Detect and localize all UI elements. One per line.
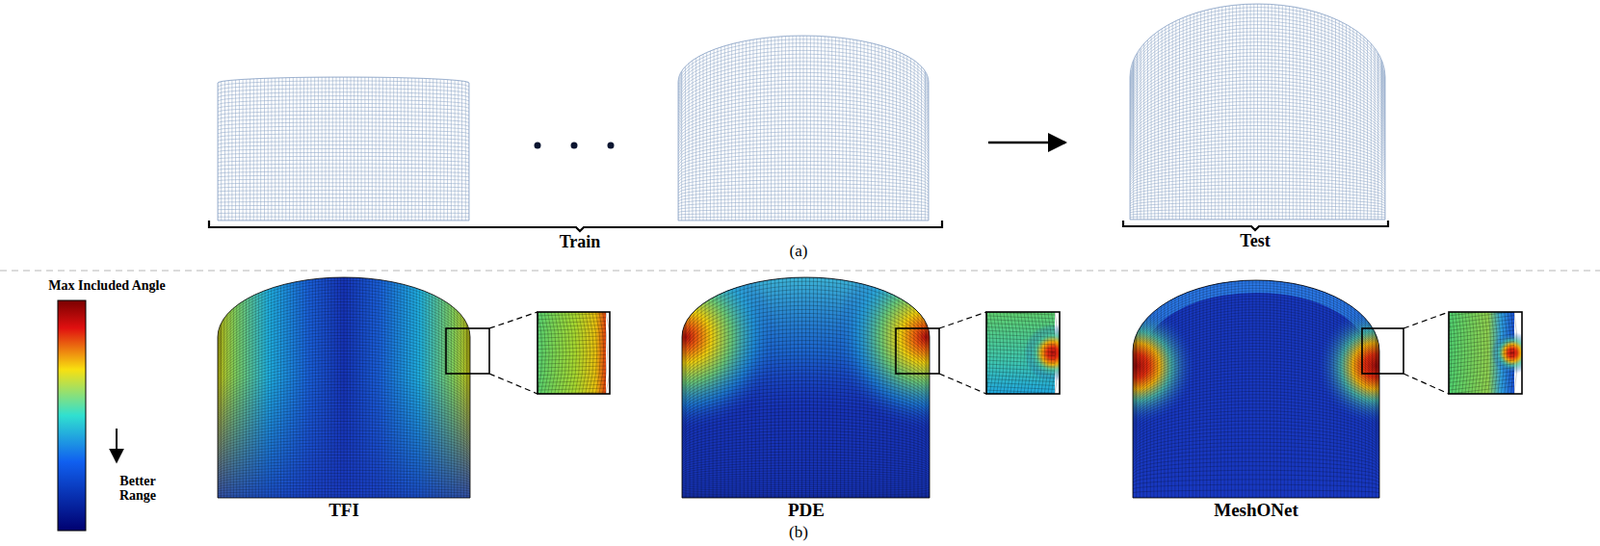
mesh-lines [1129, 3, 1386, 220]
inset-frame [537, 312, 610, 394]
zoom-leader [1403, 312, 1449, 329]
subfigure-label: (a) [789, 242, 809, 262]
panel-group-label: Train [559, 233, 602, 253]
tfi-color-fade [217, 277, 471, 499]
mesh-outline [681, 277, 930, 499]
train-mesh-dome [678, 35, 929, 221]
zoom-box [895, 328, 940, 374]
mesh-lines [681, 277, 930, 499]
inset-lines [1448, 312, 1518, 394]
zoom-leader [939, 373, 987, 394]
pde-mesh [594, 245, 1018, 499]
mesh-body [217, 277, 471, 499]
mesh-group [217, 3, 1434, 499]
flow-arrow [988, 141, 1066, 145]
zoom-leader [939, 312, 987, 329]
colorbar-title: Max Included Angle [48, 278, 165, 293]
inset-body [537, 312, 610, 394]
method-label: TFI [328, 500, 360, 522]
inset-body [986, 312, 1060, 394]
colorbar-note: Better Range [109, 473, 166, 504]
tfi-mesh [217, 277, 471, 499]
mesh-outline [217, 77, 470, 221]
train-mesh-flat [217, 77, 470, 221]
separator-line [0, 269, 1600, 271]
inset-frame [986, 312, 1060, 394]
mesh-outline [1132, 280, 1380, 499]
mesh-outline [217, 277, 471, 499]
inset-body [1448, 312, 1522, 394]
zoom-leader [1403, 373, 1449, 394]
ellipsis-dot [571, 142, 578, 150]
method-label: MeshONet [1213, 500, 1299, 522]
tfi-color [217, 277, 471, 499]
method-label: PDE [787, 500, 825, 522]
zoom-leader [489, 312, 538, 329]
train-bracket [209, 220, 943, 232]
zoom-box [445, 328, 490, 374]
test-mesh [1129, 3, 1386, 220]
mesh-body [1078, 280, 1434, 499]
mesh-body [594, 245, 1018, 499]
subfigure-label: (b) [788, 524, 809, 543]
meshonet-mesh [1078, 280, 1434, 499]
mesh-outline [1129, 3, 1386, 220]
inset-frame [1448, 312, 1522, 394]
inset-lines [986, 312, 1059, 394]
mesh-body [1129, 3, 1386, 220]
ellipsis-dot [607, 142, 615, 150]
inset-group [445, 304, 1534, 397]
mesh-lines [217, 277, 471, 499]
panel-group-label: Test [1239, 232, 1270, 252]
zoom-box [1362, 328, 1404, 374]
mesh-body [678, 35, 929, 221]
inset-lines [537, 312, 610, 394]
colorbar [57, 300, 86, 531]
mesh-lines [217, 77, 470, 221]
mesh-lines [1132, 280, 1380, 499]
ellipsis-dot [534, 142, 542, 150]
mesh-lines [678, 35, 929, 221]
zoom-leader [489, 373, 538, 394]
mesh-outline [678, 35, 929, 221]
down-arrow [115, 428, 118, 463]
mesh-body [217, 77, 470, 221]
test-bracket [1123, 220, 1389, 231]
